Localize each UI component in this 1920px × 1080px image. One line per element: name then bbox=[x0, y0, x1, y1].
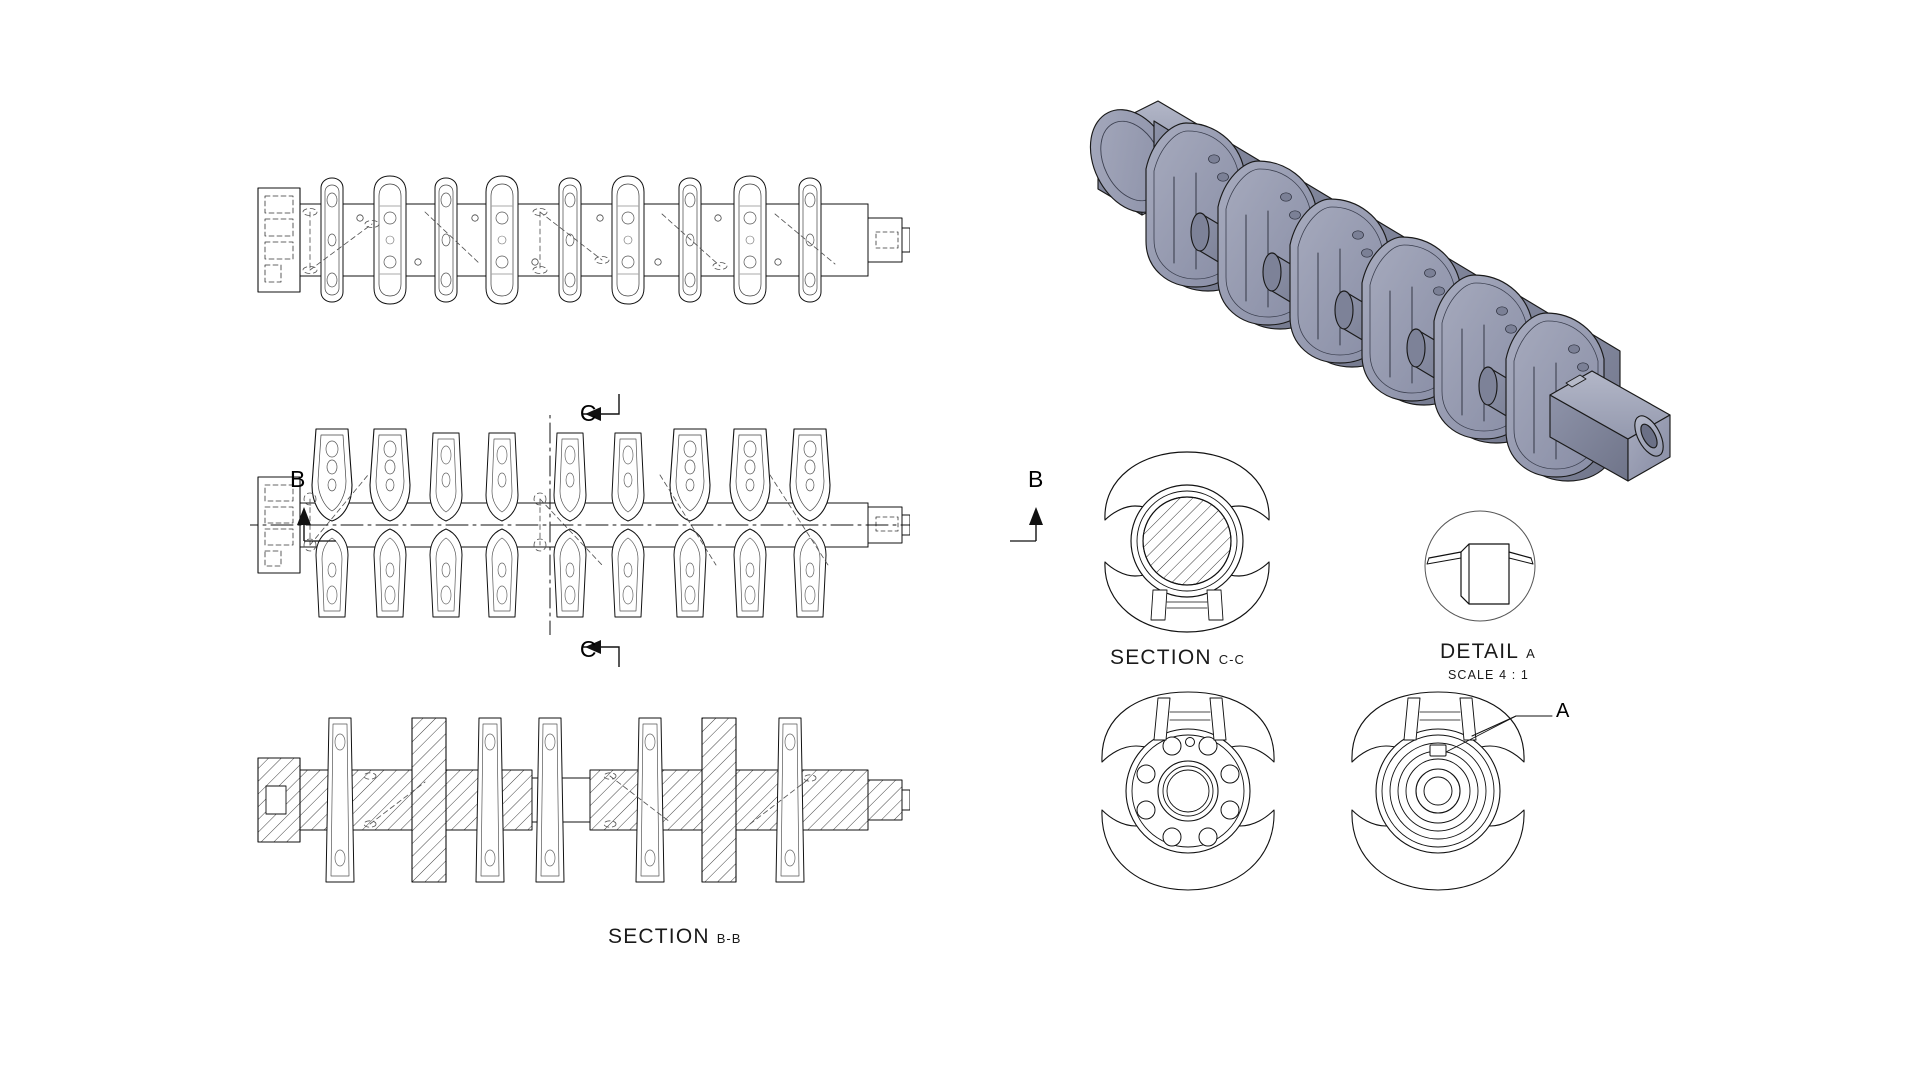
front-view bbox=[250, 415, 910, 635]
top-view-journal-holes bbox=[356, 214, 782, 266]
top-view-oil-passages bbox=[302, 208, 836, 274]
section-bb-geometry bbox=[257, 717, 910, 883]
detail-a-label: DETAIL A bbox=[1440, 640, 1536, 664]
detail-a-leader bbox=[1445, 715, 1553, 753]
section-cc-label: SECTION C-C bbox=[1110, 646, 1245, 670]
detail-a-geometry bbox=[1424, 510, 1536, 622]
flange-web-ribs bbox=[1153, 697, 1227, 741]
flange-end-view bbox=[1070, 690, 1310, 900]
section-marker-b-right-arrow bbox=[1010, 507, 1043, 542]
section-cc-title: SECTION bbox=[1110, 646, 1212, 669]
section-cc-view bbox=[1075, 450, 1305, 635]
section-bb-shaft bbox=[257, 757, 910, 843]
detail-a-view bbox=[1405, 500, 1555, 630]
top-view-webs bbox=[320, 175, 822, 305]
detail-a-keyway bbox=[1426, 543, 1534, 605]
section-cc-suffix: C-C bbox=[1218, 652, 1245, 667]
nose-end-geometry bbox=[1351, 691, 1553, 891]
section-bb-oil-passages bbox=[363, 772, 817, 828]
nose-end-view bbox=[1320, 690, 1580, 900]
front-view-geometry bbox=[250, 415, 910, 635]
detail-a-title: DETAIL bbox=[1440, 640, 1520, 663]
section-marker-c-bottom-arrow bbox=[583, 640, 620, 667]
section-marker-c-bottom: C bbox=[579, 636, 597, 662]
section-bb-view bbox=[250, 700, 910, 900]
detail-a-suffix: A bbox=[1526, 646, 1536, 661]
isometric-geometry bbox=[1089, 100, 1671, 482]
section-bb-title: SECTION bbox=[608, 925, 710, 948]
iso-nose-shaft bbox=[1549, 370, 1671, 482]
top-view-nose bbox=[867, 217, 910, 263]
top-view-geometry bbox=[257, 175, 910, 305]
section-marker-c-top: C bbox=[579, 400, 597, 426]
nose-keyway bbox=[1429, 744, 1447, 757]
top-view-flange bbox=[257, 187, 301, 293]
section-marker-c-top-arrow bbox=[583, 394, 620, 421]
front-view-oil-passages bbox=[303, 474, 829, 566]
section-bb-suffix: B-B bbox=[716, 931, 742, 946]
top-view bbox=[250, 140, 910, 340]
section-bb-webs bbox=[411, 717, 737, 883]
section-marker-b-right: B bbox=[1028, 466, 1044, 492]
nose-web-ribs bbox=[1403, 697, 1477, 741]
section-marker-b-left: B bbox=[290, 466, 306, 492]
isometric-3d-view bbox=[1080, 95, 1700, 515]
section-marker-b-left-arrow bbox=[297, 507, 336, 542]
detail-callout-a: A bbox=[1556, 700, 1570, 722]
section-cc-web-tabs bbox=[1150, 589, 1224, 621]
section-bb-label: SECTION B-B bbox=[608, 925, 741, 949]
detail-a-scale: SCALE 4 : 1 bbox=[1448, 668, 1529, 682]
flange-end-geometry bbox=[1101, 691, 1275, 891]
section-cc-geometry bbox=[1104, 451, 1270, 633]
flange-bolt-holes bbox=[1136, 736, 1240, 847]
iso-crank-body bbox=[1145, 122, 1621, 482]
